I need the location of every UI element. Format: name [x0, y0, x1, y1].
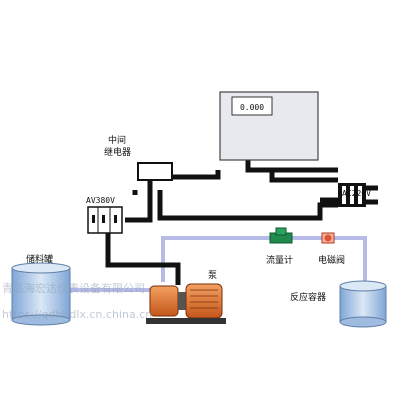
flow-meter: 流量计 [266, 227, 293, 266]
pump-label: 泵 [208, 270, 217, 281]
wire-meter-to-ac-2 [269, 170, 338, 183]
relay-label-line1: 中间 [108, 134, 126, 146]
watermark-line2: https://qdhhdlx.cn.china.cn [2, 308, 152, 321]
wiring [105, 160, 378, 285]
watermark: 青岛海宏达仪表设备有限公司 https://qdhhdlx.cn.china.c… [2, 281, 152, 321]
wire-relay-down [125, 180, 153, 223]
wire-relay-to-flowline [157, 190, 338, 221]
ac-voltage-label: AC220V [342, 189, 371, 198]
storage-tank: 储料罐 [11, 253, 71, 326]
wire-meter-to-relay [172, 170, 221, 180]
meter-display-value: 0.000 [240, 103, 264, 112]
intermediate-relay: 中间 继电器 [104, 134, 173, 181]
solenoid-valve: 电磁阀 [318, 232, 345, 266]
wire-switch-to-pump [105, 232, 181, 285]
watermark-line1: 青岛海宏达仪表设备有限公司 [2, 281, 145, 295]
relay-label-line2: 继电器 [104, 146, 131, 158]
solenoid-valve-label: 电磁阀 [318, 254, 345, 266]
pipes [70, 236, 367, 292]
reactor-label: 反应容器 [290, 291, 326, 303]
flow-meter-label: 流量计 [266, 254, 293, 266]
av-voltage-label: AV380V [86, 196, 115, 205]
ac-terminal-block: AC220V [338, 183, 371, 207]
meter-cabinet: 0.000 [219, 91, 319, 161]
storage-tank-label: 储料罐 [26, 253, 53, 265]
av-switch: AV380V [86, 196, 123, 234]
wire-meter-to-ac [245, 160, 338, 173]
reactor-vessel: 反应容器 [290, 280, 387, 328]
pump: 泵 [146, 270, 226, 324]
pipe-pump-to-reactor [161, 236, 367, 286]
